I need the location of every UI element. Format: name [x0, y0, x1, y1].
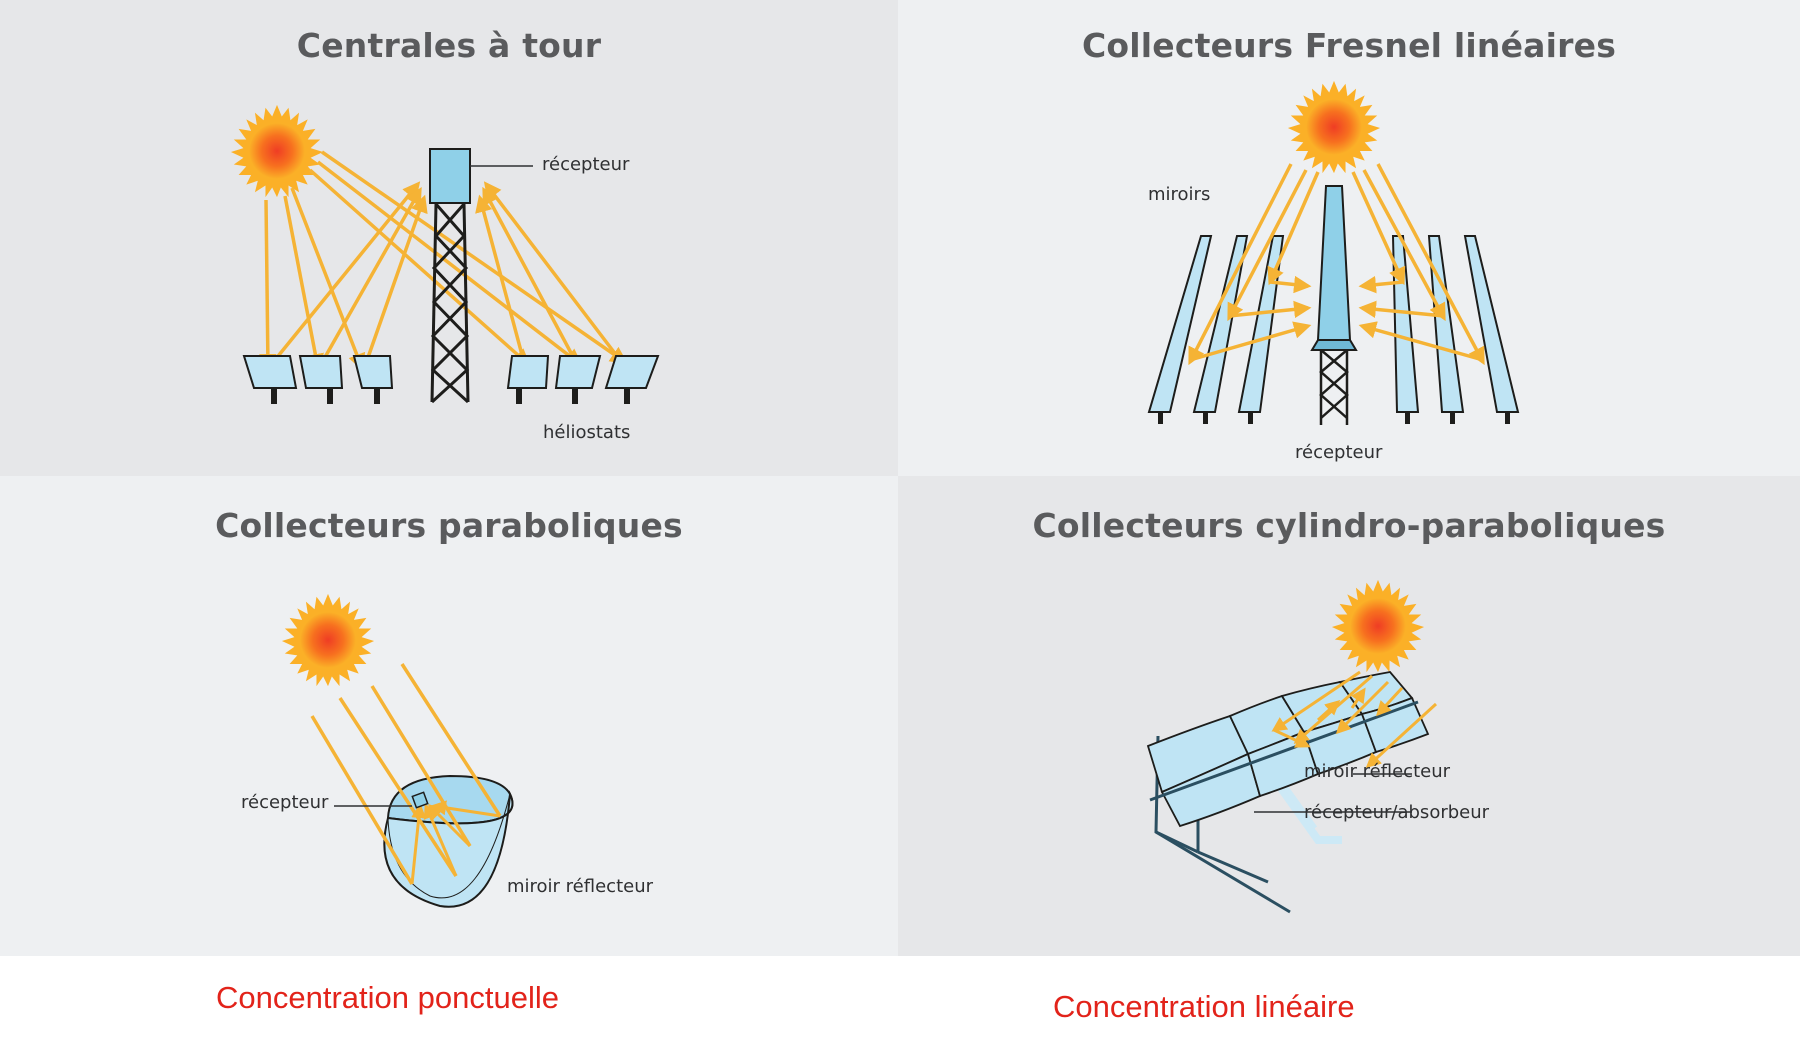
- label-mirror: miroir réflecteur: [1304, 761, 1451, 782]
- receiver-box: [429, 148, 471, 204]
- absorber-tube: [1149, 700, 1419, 802]
- panel-title: Collecteurs Fresnel linéaires: [1081, 26, 1617, 65]
- heliostats: [242, 355, 660, 389]
- panel-dish: Collecteurs paraboliques récepteur miroi…: [0, 476, 898, 956]
- sun-icon: [1287, 80, 1381, 174]
- label-heliostats: héliostats: [543, 422, 631, 443]
- label-receiver: récepteur/absorbeur: [1304, 802, 1490, 823]
- tower-structure: [430, 203, 470, 404]
- sun-rays: [259, 150, 628, 372]
- sun-icon: [1331, 579, 1425, 673]
- tower-diagram: [230, 104, 660, 404]
- panel-title: Centrales à tour: [296, 26, 602, 65]
- sun-rays: [310, 663, 502, 885]
- caption-linear-concentration: Concentration linéaire: [1053, 989, 1355, 1024]
- panel-fresnel: Collecteurs Fresnel linéaires: [898, 0, 1800, 476]
- trough-diagram: [1146, 579, 1438, 914]
- panel-title: Collecteurs cylindro-paraboliques: [1032, 506, 1666, 545]
- reflected-rays: [1189, 275, 1484, 362]
- caption-point-concentration: Concentration ponctuelle: [216, 980, 559, 1015]
- sun-icon: [281, 593, 375, 687]
- trough-mirrors: [1146, 671, 1430, 828]
- panel-trough: Collecteurs cylindro-paraboliques: [898, 476, 1800, 956]
- receiver-box: [411, 791, 429, 809]
- fresnel-diagram: [1147, 80, 1520, 425]
- panel-tower: Centrales à tour: [0, 0, 898, 476]
- label-mirrors: miroirs: [1148, 184, 1211, 205]
- reflected-rays: [268, 181, 625, 368]
- label-receiver: récepteur: [1295, 442, 1383, 463]
- sun-icon: [230, 104, 324, 198]
- panel-title: Collecteurs paraboliques: [215, 506, 683, 545]
- dish-diagram: [281, 593, 514, 908]
- sun-rays: [1271, 670, 1438, 769]
- receiver-box: [1316, 185, 1352, 341]
- reflected-rays: [1273, 687, 1366, 748]
- reflected-rays: [410, 800, 501, 885]
- label-mirror: miroir réflecteur: [507, 876, 654, 897]
- sun-rays: [1188, 163, 1485, 366]
- mirrors-right: [1391, 235, 1520, 413]
- mirrors-left: [1147, 235, 1285, 413]
- fresnel-tower: [1319, 349, 1349, 425]
- label-receiver: récepteur: [542, 154, 630, 175]
- label-receiver: récepteur: [241, 792, 329, 813]
